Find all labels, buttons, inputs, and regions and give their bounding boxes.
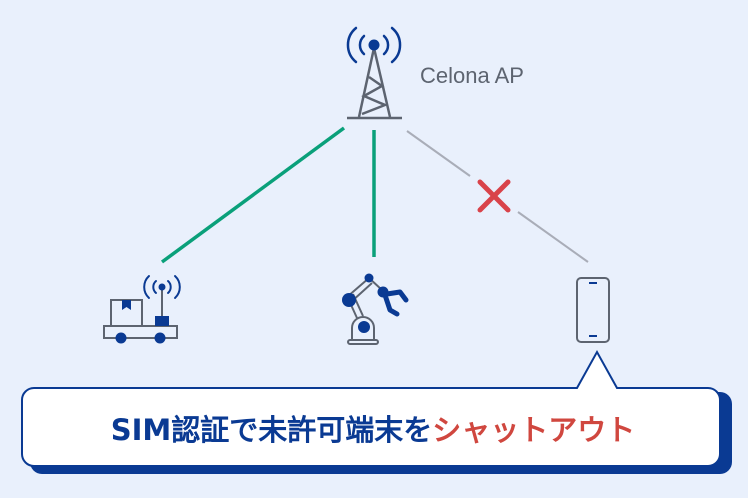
connection-line-agv — [160, 126, 346, 264]
callout-text: SIM認証で未許可端末をシャットアウト — [111, 413, 636, 447]
agv-robot-icon — [103, 275, 181, 344]
blocked-line-lower — [517, 211, 589, 263]
blocked-x-icon — [477, 179, 511, 213]
callout-text-highlight: シャットアウト — [432, 413, 635, 447]
ap-label: Celona AP — [420, 63, 524, 88]
callout-box — [21, 349, 732, 474]
robot-arm-icon — [342, 273, 409, 345]
callout-text-main: SIM認証で未許可端末を — [111, 413, 433, 447]
smartphone-icon — [576, 277, 610, 343]
antenna-tower-icon — [346, 26, 402, 120]
blocked-line-upper — [406, 130, 471, 177]
